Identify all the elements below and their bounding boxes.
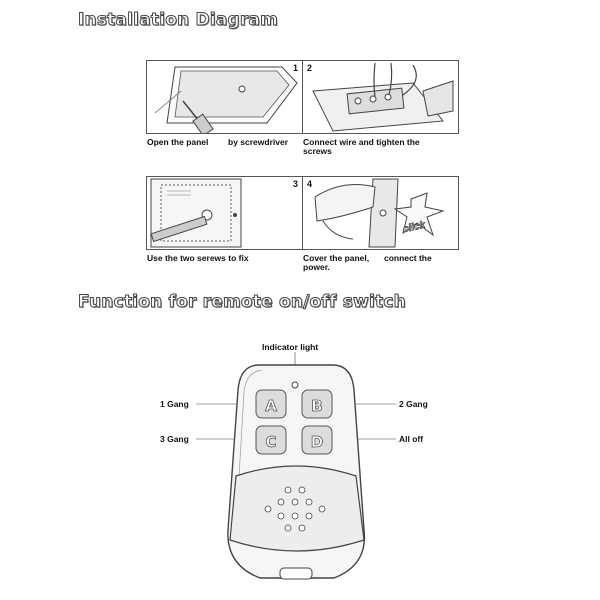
connect-wire-illustration	[312, 62, 454, 132]
button-a-key: A	[265, 397, 277, 415]
button-a: A	[255, 389, 287, 419]
open-panel-illustration	[154, 66, 298, 133]
button-d-key: D	[311, 433, 323, 451]
remote-function-title: Function for remote on/off switch	[78, 292, 407, 313]
gang-1-label: 1 Gang	[160, 399, 189, 409]
gang-3-label: 3 Gang	[160, 434, 189, 444]
step-2-number: 2	[307, 63, 313, 73]
all-off-label: All off	[399, 434, 424, 444]
indicator-light	[291, 381, 299, 389]
step-2-caption-line2: screws	[303, 146, 332, 156]
step-4-caption-line1: Cover the panel,	[303, 253, 370, 263]
step-1-number: 1	[292, 63, 298, 73]
button-b: B	[301, 389, 333, 419]
step-3-number: 3	[292, 179, 298, 189]
step-4-number: 4	[307, 179, 313, 189]
remote-grip	[229, 465, 365, 552]
cover-panel-illustration	[314, 178, 445, 248]
button-d: D	[301, 425, 333, 455]
fix-screws-illustration	[150, 178, 242, 248]
step-4-panel: 4 click	[302, 176, 459, 250]
step-3-panel: 3	[146, 176, 303, 250]
button-c: C	[255, 425, 287, 455]
button-c-key: C	[265, 433, 276, 451]
step-2-caption-line1: Connect wire and tighten the	[303, 137, 420, 147]
button-b-key: B	[311, 397, 322, 415]
installation-diagram-title: Installation Diagram	[77, 10, 279, 31]
keyring-slot	[279, 567, 313, 580]
step-2-panel: 2	[302, 60, 459, 134]
step-4-caption-line2: power.	[303, 262, 330, 272]
speaker-grille	[264, 486, 326, 532]
step-1-caption-left: Open the panel	[147, 137, 209, 147]
indicator-light-label: Indicator light	[262, 342, 319, 352]
step-1-caption-right: by screwdriver	[228, 137, 289, 147]
gang-2-label: 2 Gang	[399, 399, 428, 409]
step-4-caption-line1-right: connect the	[384, 253, 432, 263]
step-3-caption: Use the two serews to fix	[147, 253, 249, 263]
